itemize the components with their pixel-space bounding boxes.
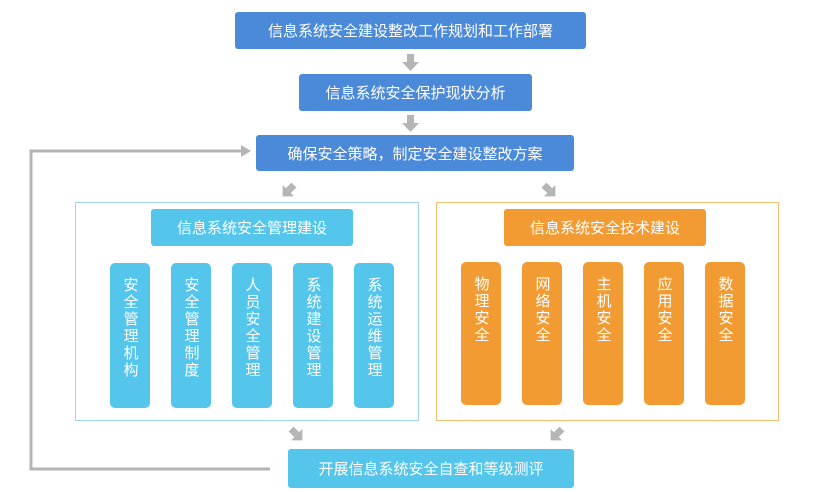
diagonal-arrow-icon (550, 426, 565, 441)
diagonal-arrow-icon (282, 182, 297, 197)
technical-item: 数据安全 (705, 262, 745, 405)
technical-item-label: 主机安全 (594, 276, 613, 344)
management-item: 人员安全管理 (232, 263, 272, 408)
management-title-label: 信息系统安全管理建设 (176, 219, 327, 237)
step-status-analysis: 信息系统安全保护现状分析 (299, 74, 532, 111)
management-item-label: 系统建设管理 (304, 277, 323, 379)
diagonal-arrow-icon (288, 426, 303, 441)
step-strategy: 确保安全策略，制定安全建设整改方案 (256, 135, 574, 171)
technical-title-label: 信息系统安全技术建设 (529, 219, 680, 237)
technical-item: 主机安全 (583, 262, 623, 405)
technical-item-label: 物理安全 (472, 276, 491, 344)
feedback-loop-arrow (29, 149, 270, 471)
management-item: 系统建设管理 (293, 263, 333, 408)
management-item: 安全管理机构 (110, 263, 150, 408)
technical-item: 网络安全 (522, 262, 562, 405)
step-planning: 信息系统安全建设整改工作规划和工作部署 (235, 12, 586, 49)
management-item: 安全管理制度 (171, 263, 211, 408)
step-self-assessment-label: 开展信息系统安全自查和等级测评 (318, 460, 544, 478)
management-title: 信息系统安全管理建设 (151, 209, 353, 246)
diagonal-arrow-icon (541, 182, 556, 197)
management-item-label: 系统运维管理 (365, 277, 384, 379)
step-strategy-label: 确保安全策略，制定安全建设整改方案 (287, 144, 543, 163)
step-self-assessment: 开展信息系统安全自查和等级测评 (288, 449, 574, 488)
step-status-analysis-label: 信息系统安全保护现状分析 (325, 84, 506, 102)
step-planning-label: 信息系统安全建设整改工作规划和工作部署 (267, 22, 553, 40)
management-item-label: 安全管理机构 (121, 277, 140, 379)
technical-item-label: 应用安全 (655, 276, 674, 344)
technical-item: 物理安全 (461, 262, 501, 405)
management-item: 系统运维管理 (354, 263, 394, 408)
down-arrow-icon (402, 54, 419, 71)
technical-item-label: 数据安全 (716, 276, 735, 344)
technical-title: 信息系统安全技术建设 (504, 209, 706, 246)
down-arrow-icon (402, 115, 419, 132)
loop-arrowhead-icon (241, 145, 251, 157)
technical-item: 应用安全 (644, 262, 684, 405)
management-item-label: 安全管理制度 (182, 277, 201, 379)
management-item-label: 人员安全管理 (243, 277, 262, 379)
technical-item-label: 网络安全 (533, 276, 552, 344)
